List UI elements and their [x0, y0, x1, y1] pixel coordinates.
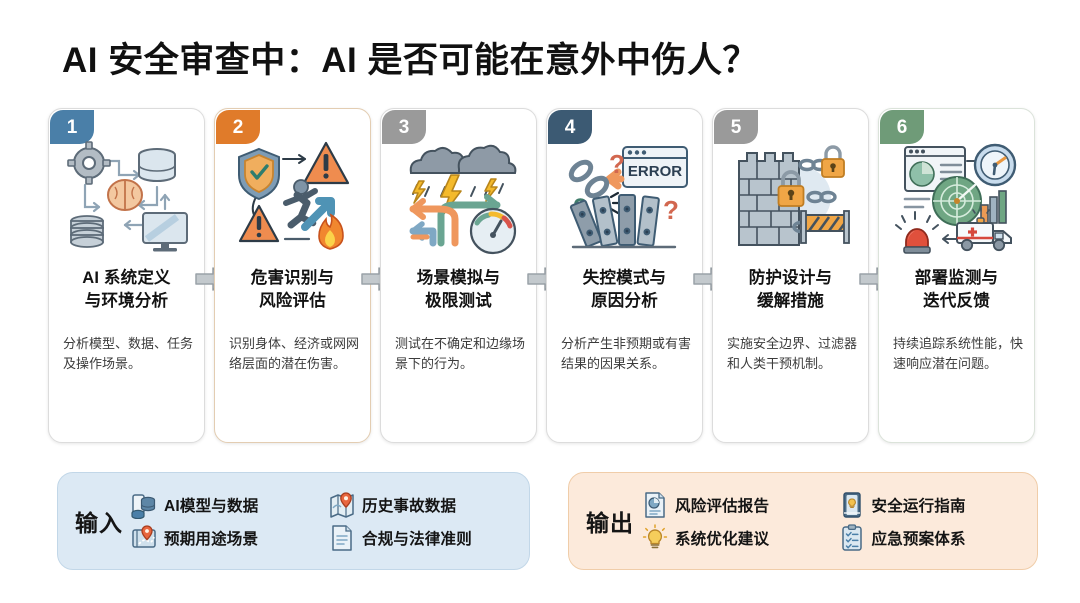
step-title-line1: 场景模拟与 — [416, 269, 501, 287]
step-title-line2: 风险评估 — [259, 291, 326, 310]
step-number-badge-1: 1 — [50, 110, 94, 144]
step-card-4[interactable]: 4 ERROR — [546, 108, 703, 443]
connector-arrow-4 — [693, 108, 725, 443]
input-item-label: 预期用途场景 — [164, 530, 259, 548]
input-items-grid: AI模型与数据 历史事故数据 — [131, 491, 529, 552]
document-lines-icon — [329, 524, 355, 552]
connector-arrow-2 — [361, 108, 393, 443]
step-card-3[interactable]: 3 — [380, 108, 537, 443]
step-description-6: 持续追踪系统性能，快速响应潜在问题。 — [893, 336, 1024, 372]
steps-row: 1 — [48, 108, 1038, 446]
broken-chain-domino-error-icon: ERROR ? ? ? — [547, 139, 702, 269]
step-title-line1: AI 系统定义 — [82, 269, 171, 287]
clipboard-checklist-icon — [839, 523, 865, 552]
step-card-5[interactable]: 5 — [712, 108, 869, 443]
input-item-label: AI模型与数据 — [164, 497, 259, 515]
step-number-badge-4: 4 — [548, 110, 592, 144]
step-card-1[interactable]: 1 — [48, 108, 205, 443]
output-items-grid: 风险评估报告 安全运行指南 — [642, 491, 1037, 552]
output-item-0[interactable]: 风险评估报告 — [642, 491, 835, 519]
svg-text:?: ? — [663, 195, 679, 225]
output-item-label: 安全运行指南 — [871, 497, 966, 515]
page-title: AI 安全审查中：AI 是否可能在意外中伤人？ — [62, 41, 758, 80]
connector-arrow-3 — [527, 108, 559, 443]
input-item-label: 历史事故数据 — [362, 497, 457, 515]
input-item-3[interactable]: 合规与法律准则 — [329, 524, 523, 552]
step-number-badge-3: 3 — [382, 110, 426, 144]
output-item-label: 系统优化建议 — [675, 530, 770, 548]
storm-road-gauge-icon — [381, 139, 536, 269]
input-item-0[interactable]: AI模型与数据 — [131, 491, 325, 519]
hazard-shield-warning-icon — [215, 139, 370, 269]
step-title-2: 危害识别与 风险评估 — [215, 267, 370, 313]
step-card-2[interactable]: 2 — [214, 108, 371, 443]
step-description-2: 识别身体、经济或网网络层面的潜在伤害。 — [229, 336, 360, 372]
input-panel-label: 输入 — [75, 510, 123, 536]
input-panel: 输入 AI模型与数据 — [57, 472, 530, 570]
step-card-6[interactable]: 6 — [878, 108, 1035, 443]
output-item-1[interactable]: 安全运行指南 — [839, 491, 1032, 519]
output-item-label: 风险评估报告 — [675, 497, 770, 515]
step-title-line1: 防护设计与 — [748, 269, 833, 287]
guide-book-icon — [839, 491, 865, 519]
step-title-line1: 危害识别与 — [250, 269, 335, 287]
step-description-1: 分析模型、数据、任务及操作场景。 — [63, 336, 194, 372]
step-title-line1: 部署监测与 — [914, 269, 999, 287]
report-chart-document-icon — [642, 491, 668, 519]
connector-arrow-1 — [195, 108, 227, 443]
svg-text:ERROR: ERROR — [627, 163, 681, 180]
step-title-line2: 缓解措施 — [757, 291, 824, 310]
map-pin-icon — [329, 491, 355, 519]
connector-arrow-5 — [859, 108, 891, 443]
step-title-1: AI 系统定义 与环境分析 — [49, 267, 204, 313]
step-title-line2: 迭代反馈 — [923, 291, 990, 310]
output-panel: 输出 风险评估报告 — [568, 472, 1038, 570]
database-server-icon — [131, 491, 157, 519]
step-title-4: 失控模式与 原因分析 — [547, 267, 702, 313]
step-number-badge-5: 5 — [714, 110, 758, 144]
dashboard-radar-ambulance-icon — [879, 139, 1034, 269]
step-number-badge-2: 2 — [216, 110, 260, 144]
lightbulb-idea-icon — [642, 523, 668, 552]
output-item-2[interactable]: 系统优化建议 — [642, 523, 835, 552]
step-description-3: 测试在不确定和边缘场景下的行为。 — [395, 336, 526, 372]
output-item-3[interactable]: 应急预案体系 — [839, 523, 1032, 552]
step-title-line1: 失控模式与 — [582, 269, 667, 287]
step-description-4: 分析产生非预期或有害结果的因果关系。 — [561, 336, 692, 372]
map-route-pin-icon — [131, 524, 157, 552]
output-panel-label: 输出 — [586, 510, 634, 536]
output-item-label: 应急预案体系 — [871, 530, 966, 548]
step-title-line2: 与环境分析 — [84, 291, 169, 310]
step-title-6: 部署监测与 迭代反馈 — [879, 267, 1034, 313]
step-title-line2: 原因分析 — [591, 291, 658, 310]
input-item-1[interactable]: 历史事故数据 — [329, 491, 523, 519]
input-item-2[interactable]: 预期用途场景 — [131, 524, 325, 552]
input-item-label: 合规与法律准则 — [362, 530, 472, 548]
wall-lock-barrier-icon — [713, 139, 868, 269]
step-title-3: 场景模拟与 极限测试 — [381, 267, 536, 313]
step-title-line2: 极限测试 — [425, 291, 492, 310]
step-number-badge-6: 6 — [880, 110, 924, 144]
step-description-5: 实施安全边界、过滤器和人类干预机制。 — [727, 336, 858, 372]
svg-text:?: ? — [609, 149, 625, 179]
ai-system-architecture-icon — [49, 139, 204, 269]
step-title-5: 防护设计与 缓解措施 — [713, 267, 868, 313]
